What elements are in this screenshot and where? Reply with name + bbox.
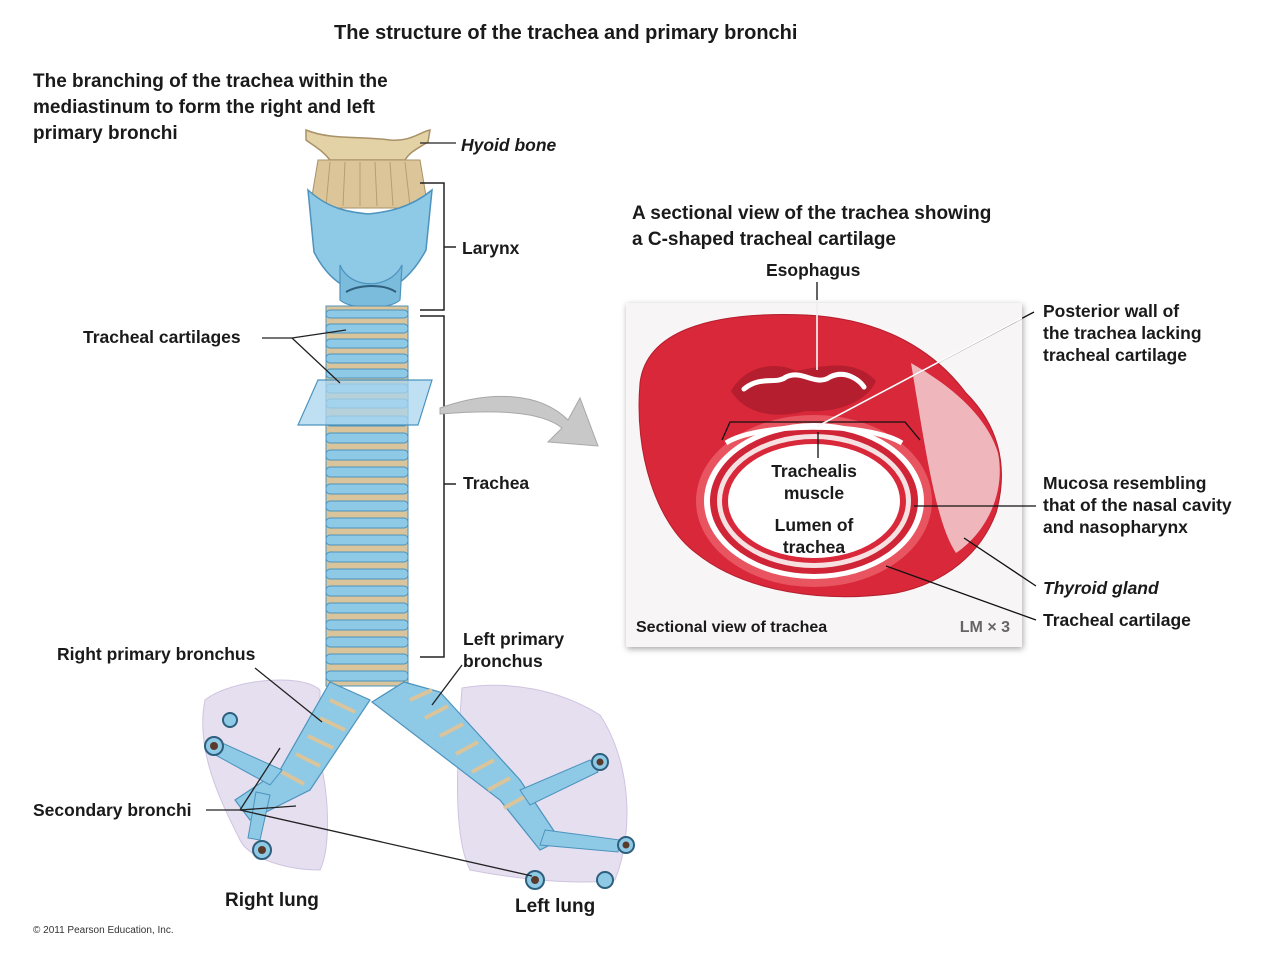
- hyoid-bone: [305, 128, 431, 161]
- label-right-lung: Right lung: [225, 890, 319, 911]
- label-lumen-of-trachea: Lumen of trachea: [766, 514, 862, 558]
- trachea-bracket: [420, 315, 445, 658]
- magnification-label: LM × 3: [959, 619, 1010, 636]
- label-tracheal-cartilages: Tracheal cartilages: [83, 327, 241, 347]
- left-heading-line-3: primary bronchi: [33, 123, 178, 144]
- label-posterior-line-1: Posterior wall of: [1043, 301, 1180, 321]
- label-posterior-line-3: tracheal cartilage: [1043, 345, 1187, 365]
- tracheal-rings: [325, 309, 409, 682]
- label-lumen-line-1: Lumen of: [774, 515, 854, 535]
- right-primary-bronchus-shape: [204, 681, 371, 860]
- label-trachea: Trachea: [463, 473, 530, 493]
- right-heading: A sectional view of the trachea showing …: [632, 201, 991, 253]
- label-left-primary-bronchus: Left primary bronchus: [463, 628, 564, 672]
- label-left-primary-line-1: Left primary: [463, 629, 565, 649]
- page-title: The structure of the trachea and primary…: [334, 22, 798, 44]
- label-esophagus: Esophagus: [766, 260, 861, 280]
- left-leader-lines: [206, 142, 533, 877]
- label-left-primary-line-2: bronchus: [463, 651, 543, 671]
- label-hyoid-bone: Hyoid bone: [461, 135, 557, 155]
- label-secondary-bronchi: Secondary bronchi: [33, 800, 192, 820]
- label-tracheal-cartilage: Tracheal cartilage: [1043, 610, 1191, 630]
- micrograph-caption: Sectional view of trachea: [636, 619, 828, 636]
- larynx-shape: [307, 188, 433, 309]
- left-heading-line-1: The branching of the trachea within the: [33, 71, 388, 92]
- right-heading-line-1: A sectional view of the trachea showing: [632, 203, 992, 224]
- label-mucosa-line-2: that of the nasal cavity: [1043, 495, 1232, 515]
- label-mucosa-line-1: Mucosa resembling: [1043, 473, 1207, 493]
- label-mucosa-line-3: and nasopharynx: [1043, 517, 1188, 537]
- section-arrow: [439, 395, 599, 447]
- label-posterior-wall: Posterior wall of the trachea lacking tr…: [1043, 300, 1202, 366]
- membrane-striations: [325, 161, 411, 207]
- section-plane: [297, 379, 433, 426]
- label-left-lung: Left lung: [515, 896, 596, 917]
- copyright-notice: © 2011 Pearson Education, Inc.: [33, 925, 174, 936]
- label-trachealis-line-1: Trachealis: [771, 461, 857, 481]
- left-heading-line-2: mediastinum to form the right and left: [33, 97, 376, 118]
- label-mucosa: Mucosa resembling that of the nasal cavi…: [1043, 472, 1232, 538]
- right-heading-line-2: a C-shaped tracheal cartilage: [632, 229, 896, 250]
- label-thyroid-gland: Thyroid gland: [1043, 578, 1159, 598]
- left-heading: The branching of the trachea within the …: [33, 69, 388, 147]
- label-larynx: Larynx: [462, 238, 520, 258]
- left-primary-bronchus-shape: [370, 681, 635, 890]
- label-right-primary-bronchus: Right primary bronchus: [57, 644, 256, 664]
- label-lumen-line-2: trachea: [782, 537, 846, 557]
- label-trachealis-muscle: Trachealis muscle: [766, 460, 862, 504]
- label-posterior-line-2: the trachea lacking: [1043, 323, 1202, 343]
- label-trachealis-line-2: muscle: [783, 483, 845, 503]
